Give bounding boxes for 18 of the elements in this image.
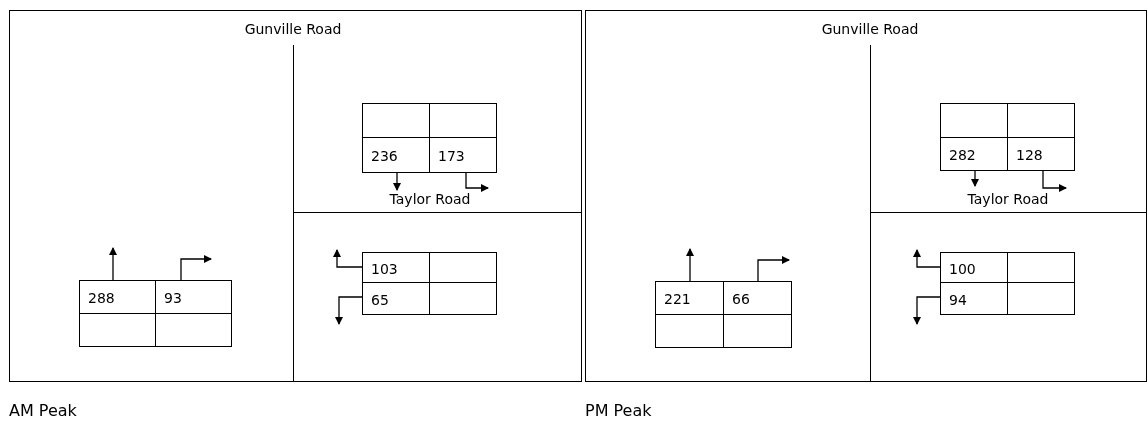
road-name: Gunville Road (243, 21, 343, 37)
table-cell: 103 (362, 252, 430, 283)
table-cell: 128 (1007, 137, 1075, 171)
table-cell: 94 (940, 282, 1008, 315)
table-cell: 288 (79, 280, 156, 314)
road-name: Taylor Road (966, 191, 1050, 207)
road-name: Gunville Road (820, 21, 920, 37)
table-cell: 66 (723, 281, 792, 315)
table-cell: 282 (940, 137, 1008, 171)
table-cell: 221 (655, 281, 724, 315)
table-cell: 93 (155, 280, 232, 314)
table-cell: 173 (429, 137, 497, 173)
caption: PM Peak (585, 401, 652, 420)
table-cell: 65 (362, 282, 430, 315)
road-name: Taylor Road (388, 191, 472, 207)
caption: AM Peak (9, 401, 77, 420)
table-cell: 100 (940, 252, 1008, 283)
table-cell: 236 (362, 137, 430, 173)
